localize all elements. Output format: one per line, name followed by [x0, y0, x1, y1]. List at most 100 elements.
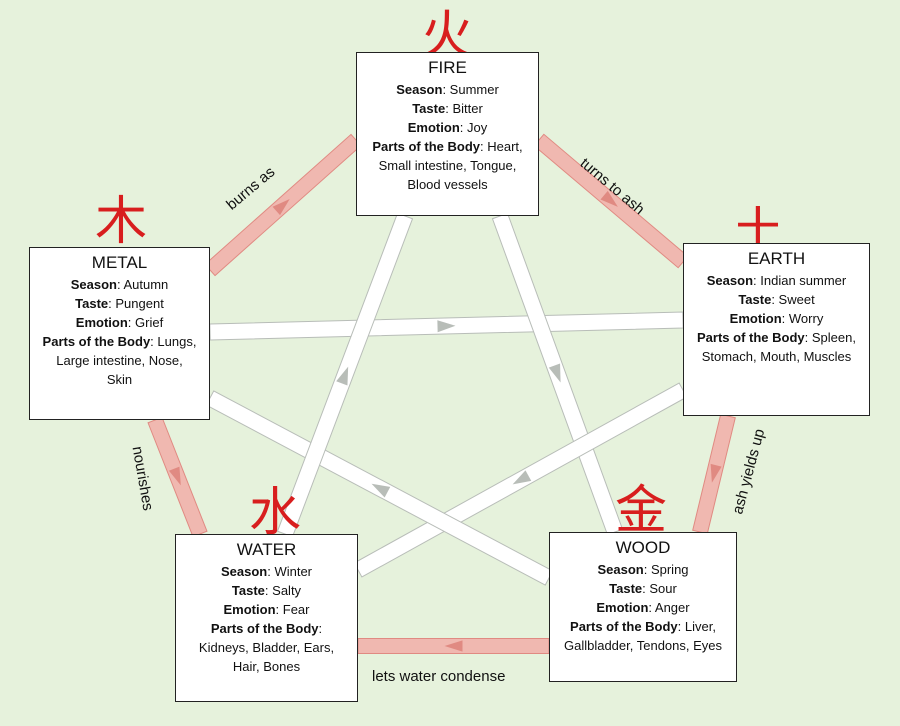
fire-row-value: Joy	[467, 120, 488, 135]
water-row-value: Hair, Bones	[232, 659, 301, 674]
fire-row-value: Summer	[449, 82, 499, 97]
earth-row: Emotion: Worry	[729, 311, 824, 326]
fire-row: Emotion: Joy	[407, 120, 488, 135]
wood-row-value: Anger	[654, 600, 690, 615]
fire-row-key: Emotion	[407, 120, 460, 135]
water-row-value: Salty	[272, 583, 302, 598]
arrow-water-fire-head	[336, 366, 349, 386]
wood-row: Emotion: Anger	[596, 600, 690, 615]
fire-row: Blood vessels	[357, 175, 538, 194]
metal-row: Skin	[30, 370, 209, 389]
fire-row-key: Taste	[412, 101, 446, 116]
earth-row-value: Sweet	[778, 292, 815, 307]
fire-row: Taste: Bitter	[412, 101, 483, 116]
water-row: Taste: Salty	[231, 583, 302, 598]
wood-row-key: Parts of the Body	[570, 619, 678, 634]
arrow-fire-wood-head	[548, 363, 561, 383]
metal-row-key: Taste	[75, 296, 109, 311]
earth-row: Parts of the Body: Spleen,	[697, 330, 856, 345]
metal-row-value: Skin	[106, 372, 133, 387]
earth-row-key: Parts of the Body	[697, 330, 805, 345]
arrow-metal-water-head	[168, 466, 181, 486]
wood-row-key: Season	[597, 562, 644, 577]
water-row: Kidneys, Bladder, Ears,	[176, 638, 357, 657]
water-row-key: Emotion	[223, 602, 276, 617]
fire-row-value: Blood vessels	[407, 177, 488, 192]
earth-row-value: Spleen,	[811, 330, 856, 345]
earth-row-key: Season	[706, 273, 754, 288]
fire-title: FIRE	[428, 58, 467, 77]
metal-row-value: Grief	[135, 315, 164, 330]
earth-row-value: Worry	[788, 311, 824, 326]
wood-row-value: Liver,	[684, 619, 716, 634]
water-row-value: Winter	[274, 564, 313, 579]
water-row-key: Season	[220, 564, 268, 579]
wood-row-value: Gallbladder, Tendons, Eyes	[563, 638, 723, 653]
arrow-earth-water-head	[512, 470, 532, 485]
fire-row-value: Bitter	[452, 101, 483, 116]
wood-row: Season: Spring	[597, 562, 689, 577]
metal-row-key: Emotion	[75, 315, 128, 330]
arrow-metal-fire-head	[272, 199, 290, 216]
earth-row-value: Indian summer	[760, 273, 847, 288]
arrow-metal-earth-head	[437, 320, 456, 333]
metal-row-value: Lungs,	[157, 334, 197, 349]
fire-row-value: Heart,	[487, 139, 523, 154]
water-row-value: Fear	[282, 602, 310, 617]
cycle-arrows	[147, 133, 736, 654]
wood-glyph: 金	[614, 481, 667, 541]
earth-row-key: Taste	[738, 292, 772, 307]
metal-title: METAL	[91, 253, 148, 272]
wood-row-key: Taste	[609, 581, 643, 596]
fire-row: Small intestine, Tongue,	[357, 156, 538, 175]
fire-row: Parts of the Body: Heart,	[372, 139, 523, 154]
metal-row: Season: Autumn	[70, 277, 169, 292]
water-row: Hair, Bones	[176, 657, 357, 676]
arrow-wood-water-head	[444, 640, 463, 652]
wood-row: Parts of the Body: Liver,	[570, 619, 716, 634]
water-title: WATER	[236, 540, 297, 559]
arrow-wood-metal-head	[371, 483, 391, 498]
water-row-key: Parts of the Body	[210, 621, 319, 636]
fire-row-key: Parts of the Body	[372, 139, 480, 154]
metal-glyph: 木	[94, 192, 147, 252]
wood-row: Gallbladder, Tendons, Eyes	[550, 636, 736, 655]
earth-row: Stomach, Mouth, Muscles	[684, 347, 869, 366]
metal-row-value: Pungent	[115, 296, 164, 311]
wood-row: Taste: Sour	[609, 581, 677, 596]
metal-row: Large intestine, Nose,	[30, 351, 209, 370]
metal-row-key: Parts of the Body	[42, 334, 151, 349]
water-row-key: Taste	[231, 583, 265, 598]
metal-row-value: Autumn	[123, 277, 169, 292]
wood-row-value: Spring	[650, 562, 689, 577]
fire-row: Season: Summer	[396, 82, 499, 97]
arrow-fire-earth-head	[600, 190, 618, 207]
earth-row: Taste: Sweet	[738, 292, 815, 307]
fire-row-key: Season	[396, 82, 443, 97]
arrow-earth-wood-head	[710, 463, 722, 483]
metal-row: Emotion: Grief	[75, 315, 164, 330]
water-row: Emotion: Fear	[223, 602, 310, 617]
water-glyph: 水	[248, 483, 301, 543]
earth-row-key: Emotion	[729, 311, 782, 326]
metal-row-key: Season	[70, 277, 117, 292]
wood-row-value: Sour	[649, 581, 677, 596]
fire-row-value: Small intestine, Tongue,	[378, 158, 517, 173]
earth-row: Season: Indian summer	[706, 273, 847, 288]
metal-row-value: Large intestine, Nose,	[56, 353, 183, 368]
water-row: Parts of the Body:	[210, 621, 323, 636]
metal-row: Taste: Pungent	[75, 296, 164, 311]
label-lets-water-condense: lets water condense	[372, 668, 506, 685]
water-row-value: Kidneys, Bladder, Ears,	[198, 640, 335, 655]
earth-row-value: Stomach, Mouth, Muscles	[701, 349, 852, 364]
wood-row-key: Emotion	[596, 600, 649, 615]
metal-row: Parts of the Body: Lungs,	[42, 334, 197, 349]
wood-title: WOOD	[615, 538, 671, 557]
water-row: Season: Winter	[220, 564, 313, 579]
earth-title: EARTH	[747, 249, 806, 268]
